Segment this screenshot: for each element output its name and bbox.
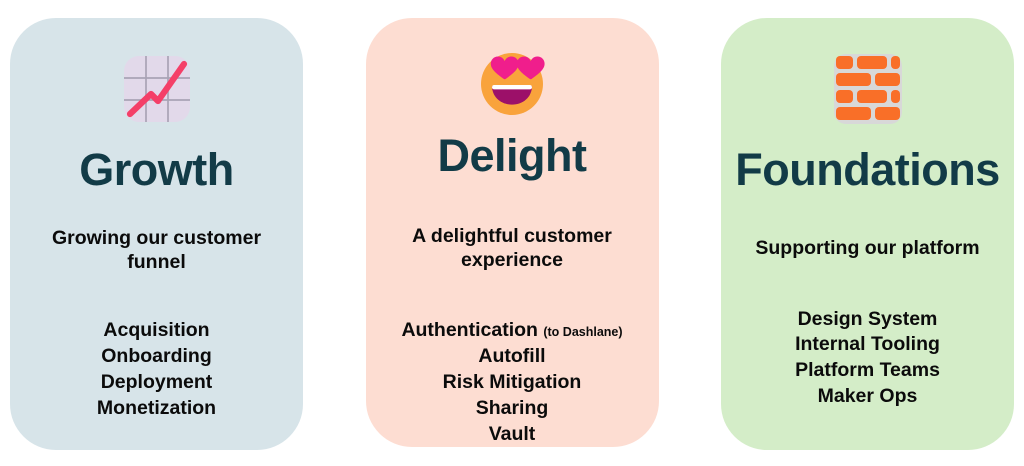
pillar-subtitle-growth: Growing our customer funnel (51, 227, 262, 274)
item-label: Autofill (478, 345, 546, 368)
pillar-item-list-delight: Authentication (to Dashlane) Autofill Ri… (401, 318, 622, 448)
list-item: Platform Teams (795, 358, 940, 384)
pillar-item-list-growth: Acquisition Onboarding Deployment Moneti… (97, 318, 216, 422)
pillar-card-delight: Delight A delightful customer experience… (365, 18, 659, 448)
pillar-title-delight: Delight (437, 130, 588, 181)
chart-increasing-icon (114, 46, 200, 132)
list-item: Design System (795, 307, 940, 333)
pillar-subtitle-delight: A delightful customer experience (412, 225, 612, 272)
item-note: (to Dashlane) (543, 325, 623, 340)
item-label: Platform Teams (795, 359, 940, 382)
list-item: Maker Ops (795, 384, 940, 410)
brick-wall-icon (825, 46, 911, 132)
list-item: Deployment (97, 370, 216, 396)
list-item: Internal Tooling (795, 332, 940, 358)
list-item: Sharing (401, 396, 622, 422)
list-item: Monetization (97, 396, 216, 422)
list-item: Risk Mitigation (401, 370, 622, 396)
item-label: Maker Ops (817, 385, 918, 408)
pillar-item-list-foundations: Design System Internal Tooling Platform … (795, 307, 940, 411)
item-label: Vault (488, 423, 536, 445)
item-label: Design System (797, 307, 938, 330)
item-label: Monetization (96, 397, 217, 420)
pillar-title-growth: Growth (79, 144, 234, 195)
smiling-face-with-heart-eyes-icon (469, 46, 555, 118)
item-label: Acquisition (103, 319, 210, 342)
item-label: Sharing (475, 397, 549, 420)
item-label: Internal Tooling (795, 333, 940, 356)
item-label: Risk Mitigation (442, 371, 582, 394)
pillar-card-foundations: Foundations Supporting our platform Desi… (721, 18, 1014, 450)
pillar-card-growth: Growth Growing our customer funnel Acqui… (10, 18, 303, 450)
pillar-title-foundations: Foundations (735, 144, 1000, 195)
list-item: Acquisition (97, 318, 216, 344)
item-label: Deployment (100, 371, 213, 394)
list-item: Onboarding (97, 344, 216, 370)
item-label: Authentication (401, 319, 538, 342)
list-item: Autofill (401, 344, 622, 370)
item-label: Onboarding (101, 345, 212, 368)
list-item: Authentication (to Dashlane) (401, 318, 622, 344)
list-item: Vault (401, 422, 622, 448)
pillar-subtitle-foundations: Supporting our platform (755, 237, 980, 260)
